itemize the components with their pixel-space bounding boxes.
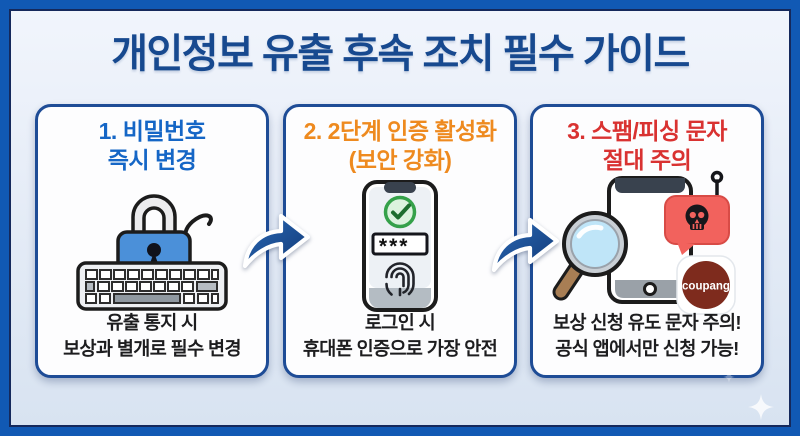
sparkle-icon <box>748 394 774 420</box>
magnifier-icon <box>552 211 628 301</box>
coupang-app-icon: coupang <box>676 255 736 315</box>
skull-icon <box>685 204 709 230</box>
step-card-password-change: 1. 비밀번호 즉시 변경 <box>35 104 269 378</box>
card-icon-area: ***_ <box>286 179 514 313</box>
card-desc-line1: 보상 신청 유도 문자 주의! <box>553 312 742 334</box>
card-icon-area <box>38 177 266 311</box>
card-title-line2: 즉시 변경 <box>107 146 197 173</box>
card-title-line1: 1. 비밀번호 <box>98 118 206 144</box>
card-title-line2: (보안 강화) <box>348 146 452 173</box>
card-desc-line1: 유출 통지 시 <box>106 312 198 334</box>
card-title: 1. 비밀번호 즉시 변경 <box>38 117 266 175</box>
step-card-two-factor: 2. 2단계 인증 활성화 (보안 강화) ***_ <box>283 104 517 378</box>
card-title: 2. 2단계 인증 활성화 (보안 강화) <box>286 117 514 175</box>
smartphone-2fa-icon: ***_ <box>362 180 438 312</box>
fingerprint-icon <box>385 262 415 297</box>
coupang-label: coupang <box>682 281 730 293</box>
check-circle-icon <box>383 195 417 229</box>
password-field-icon: ***_ <box>371 232 429 258</box>
phone-notch <box>384 182 416 193</box>
card-description: 유출 통지 시 보상과 별개로 필수 변경 <box>41 310 263 362</box>
card-desc-line2: 휴대폰 인증으로 가장 안전 <box>302 338 498 360</box>
page-title: 개인정보 유출 후속 조치 필수 가이드 <box>111 32 690 76</box>
arrow-right-icon <box>491 217 560 273</box>
card-desc-line2: 공식 앱에서만 신청 가능! <box>555 338 739 360</box>
card-description: 보상 신청 유도 문자 주의! 공식 앱에서만 신청 가능! <box>536 310 758 362</box>
card-desc-line1: 로그인 시 <box>364 312 436 334</box>
step-card-phishing-warning: 3. 스팸/피싱 문자 절대 주의 <box>530 104 764 378</box>
card-title-line2: 절대 주의 <box>602 146 692 173</box>
card-icon-area: coupang <box>533 170 761 318</box>
card-desc-line2: 보상과 별개로 필수 변경 <box>63 338 241 360</box>
padlock-keyboard-icon <box>76 194 228 311</box>
password-mask-text: ***_ <box>379 235 423 258</box>
card-description: 로그인 시 휴대폰 인증으로 가장 안전 <box>289 310 511 362</box>
sparkle-icon <box>723 371 735 383</box>
arrow-right-icon <box>242 213 311 269</box>
skull-message-icon <box>664 195 730 255</box>
phishing-warning-icon: coupang <box>552 170 736 315</box>
card-title: 3. 스팸/피싱 문자 절대 주의 <box>533 117 761 175</box>
card-title-line1: 3. 스팸/피싱 문자 <box>567 118 727 144</box>
card-title-line1: 2. 2단계 인증 활성화 <box>303 118 497 144</box>
